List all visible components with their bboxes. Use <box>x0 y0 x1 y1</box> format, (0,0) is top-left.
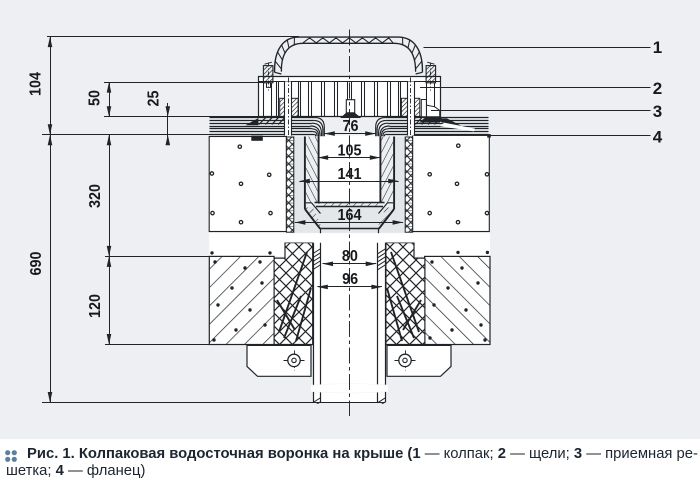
svg-text:104: 104 <box>28 72 45 96</box>
svg-text:4: 4 <box>653 127 663 146</box>
svg-text:80: 80 <box>342 248 358 265</box>
svg-text:25: 25 <box>145 90 162 106</box>
svg-text:76: 76 <box>343 118 359 135</box>
svg-text:96: 96 <box>342 271 358 288</box>
svg-text:105: 105 <box>338 142 362 159</box>
svg-text:164: 164 <box>338 207 362 224</box>
svg-text:690: 690 <box>28 251 45 275</box>
svg-text:141: 141 <box>338 166 362 183</box>
svg-text:120: 120 <box>87 294 104 318</box>
svg-text:2: 2 <box>653 79 662 98</box>
svg-text:50: 50 <box>87 90 104 106</box>
svg-text:3: 3 <box>653 102 662 121</box>
svg-text:1: 1 <box>653 38 662 57</box>
svg-text:320: 320 <box>87 184 104 208</box>
